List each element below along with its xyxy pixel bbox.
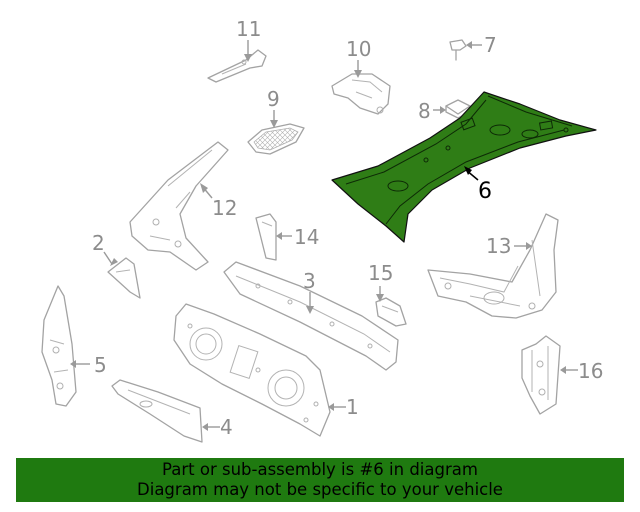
caption-banner: Part or sub-assembly is #6 in diagram Di… bbox=[16, 458, 624, 502]
part-14-bracket[interactable] bbox=[255, 213, 277, 261]
part-11-bracket[interactable] bbox=[207, 49, 267, 83]
part-5-support[interactable] bbox=[41, 285, 77, 407]
callout-11: 11 bbox=[236, 17, 261, 62]
callout-12: 12 bbox=[200, 183, 237, 220]
callout-4-number: 4 bbox=[220, 415, 233, 439]
part-6-cowl-panel[interactable] bbox=[331, 91, 597, 243]
part-13-side-panel[interactable] bbox=[427, 213, 559, 319]
part-7-clip[interactable] bbox=[449, 39, 467, 61]
callout-9-number: 9 bbox=[267, 87, 280, 111]
caption-line-2: Diagram may not be specific to your vehi… bbox=[137, 480, 503, 499]
callout-4: 4 bbox=[202, 415, 233, 439]
callout-12-number: 12 bbox=[212, 196, 237, 220]
callout-2: 2 bbox=[92, 231, 118, 266]
callout-6-number: 6 bbox=[478, 179, 492, 204]
part-2-bracket[interactable] bbox=[107, 257, 141, 299]
part-4-lower-panel[interactable] bbox=[111, 379, 203, 443]
callout-3: 3 bbox=[303, 269, 316, 314]
callout-7-number: 7 bbox=[484, 33, 497, 57]
callout-13-number: 13 bbox=[486, 234, 511, 258]
callout-13: 13 bbox=[486, 234, 532, 258]
callout-9: 9 bbox=[267, 87, 280, 128]
callout-6: 6 bbox=[464, 166, 492, 204]
callout-15-number: 15 bbox=[368, 261, 393, 285]
callout-5: 5 bbox=[70, 353, 107, 377]
callout-14: 14 bbox=[276, 225, 319, 249]
parts-diagram: 11 10 7 8 9 bbox=[41, 17, 603, 443]
callout-15: 15 bbox=[368, 261, 393, 302]
callout-5-number: 5 bbox=[94, 353, 107, 377]
callout-1: 1 bbox=[328, 395, 359, 419]
callout-10-number: 10 bbox=[346, 37, 371, 61]
part-12-pillar[interactable] bbox=[129, 141, 229, 271]
callout-14-number: 14 bbox=[294, 225, 319, 249]
callout-2-number: 2 bbox=[92, 231, 105, 255]
part-16-bracket[interactable] bbox=[521, 335, 561, 415]
callout-16-number: 16 bbox=[578, 359, 603, 383]
part-3-cross-member[interactable] bbox=[223, 261, 399, 371]
part-10-bracket[interactable] bbox=[331, 73, 391, 115]
callout-1-number: 1 bbox=[346, 395, 359, 419]
callout-10: 10 bbox=[346, 37, 371, 78]
callout-8: 8 bbox=[418, 99, 446, 123]
callout-8-number: 8 bbox=[418, 99, 431, 123]
callout-16: 16 bbox=[560, 359, 603, 383]
callout-3-number: 3 bbox=[303, 269, 316, 293]
part-1-dash-panel[interactable] bbox=[173, 303, 331, 437]
part-9-grille[interactable] bbox=[247, 123, 305, 155]
part-15-bracket[interactable] bbox=[375, 297, 407, 327]
caption-line-1: Part or sub-assembly is #6 in diagram bbox=[162, 460, 478, 479]
callout-11-number: 11 bbox=[236, 17, 261, 41]
callout-7: 7 bbox=[466, 33, 497, 57]
